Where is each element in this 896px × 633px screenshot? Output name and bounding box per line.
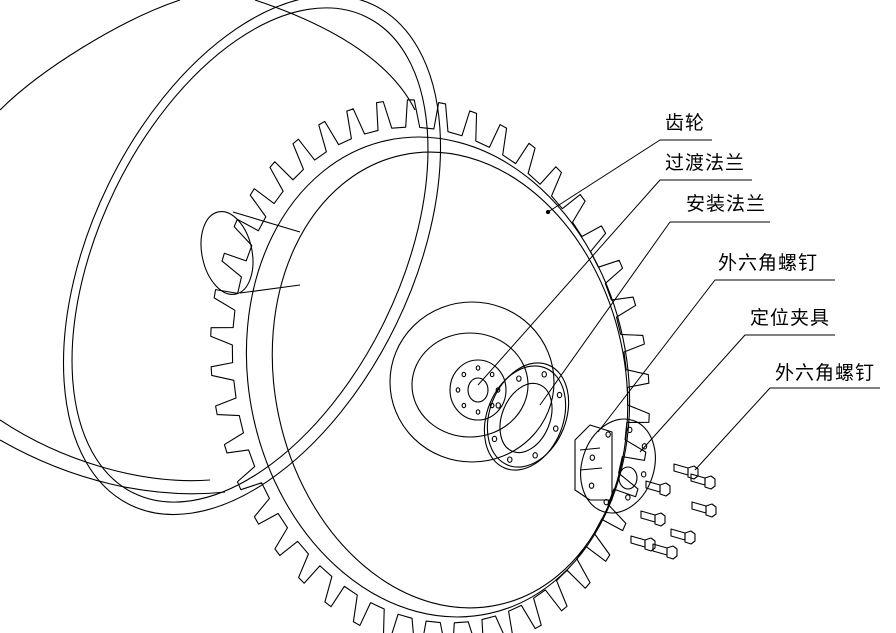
gear-tooth-profile xyxy=(210,99,650,633)
bolt-hole xyxy=(605,431,611,438)
bolt-hole xyxy=(588,482,595,489)
bolt-hole xyxy=(626,426,633,434)
hex-bolt xyxy=(640,510,666,527)
bolt-hole xyxy=(516,375,522,382)
bolt-hole xyxy=(556,391,563,399)
gear xyxy=(210,99,650,633)
bolt-hole xyxy=(641,443,648,450)
leader-positioning-fixture xyxy=(639,334,835,453)
bolt-hole xyxy=(461,371,467,378)
leader-hex-bolt-2 xyxy=(694,387,880,471)
hex-bolt xyxy=(670,528,696,545)
leader-gear xyxy=(547,139,712,213)
shaft xyxy=(200,211,301,295)
leader-lines xyxy=(477,139,880,471)
gear-root-line xyxy=(245,136,631,618)
hex-bolt xyxy=(673,463,699,480)
bolt-hole xyxy=(640,471,647,478)
hex-bolts xyxy=(630,463,717,560)
label-hex-bolt-1: 外六角螺钉 xyxy=(718,252,819,274)
label-mounting-flange: 安装法兰 xyxy=(686,193,767,215)
label-hex-bolt-2: 外六角螺钉 xyxy=(775,362,876,384)
bolt-hole xyxy=(455,387,461,393)
gear-teeth xyxy=(210,99,650,633)
gear-leader-dot xyxy=(545,209,551,215)
label-transition-flange: 过渡法兰 xyxy=(665,152,746,174)
leader-mounting-flange xyxy=(539,221,770,406)
transition-flange xyxy=(449,359,507,421)
label-positioning-fixture: 定位夹具 xyxy=(750,307,831,329)
gear-hub-boss xyxy=(411,332,529,438)
hex-bolt xyxy=(645,480,671,497)
gear-face xyxy=(271,151,629,609)
bolt-hole xyxy=(495,402,502,409)
bolt-hole xyxy=(489,371,495,378)
label-gear: 齿轮 xyxy=(665,112,706,134)
hex-bolt xyxy=(691,501,717,518)
bolt-hole xyxy=(507,456,513,463)
bolt-hole xyxy=(475,409,481,415)
hex-bolt xyxy=(652,543,678,560)
bolt-hole xyxy=(603,498,610,506)
bolt-hole xyxy=(552,425,559,432)
leader-hex-bolt-1 xyxy=(597,279,835,433)
mounting-flange xyxy=(483,362,570,471)
hex-bolt xyxy=(690,473,716,490)
positioning-fixture xyxy=(574,418,656,514)
hex-bolt xyxy=(630,535,656,552)
bolt-hole xyxy=(589,454,596,461)
drum-body xyxy=(0,0,442,516)
leader-transition-flange xyxy=(477,179,752,386)
bolt-hole xyxy=(625,494,631,501)
bolt-hole xyxy=(532,452,538,459)
bolt-hole xyxy=(541,371,547,378)
bolt-hole xyxy=(461,402,467,409)
bolt-hole xyxy=(491,435,498,443)
gear-hub-ring xyxy=(389,301,555,463)
bolt-hole xyxy=(475,365,481,371)
